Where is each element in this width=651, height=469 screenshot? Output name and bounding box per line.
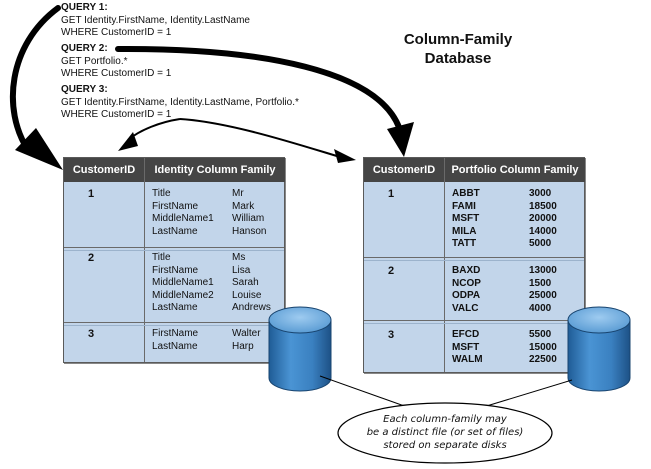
portfolio-column-name: TATT bbox=[452, 238, 477, 249]
portfolio-column-value: 5500 bbox=[529, 329, 552, 340]
identity-column-name: LastName bbox=[152, 225, 198, 237]
portfolio-column-name: WALM bbox=[452, 354, 483, 365]
query-2-line-2: WHERE CustomerID = 1 bbox=[61, 68, 172, 79]
portfolio-row-divider bbox=[364, 257, 584, 258]
identity-column-value: Andrews bbox=[232, 302, 271, 313]
portfolio-column-value: 15000 bbox=[529, 341, 557, 353]
query-2-label: QUERY 2: bbox=[61, 43, 108, 54]
identity-column-name: FirstName bbox=[152, 200, 199, 212]
portfolio-column-name: FAMI bbox=[452, 200, 476, 212]
identity-column-name: FirstName bbox=[152, 264, 199, 276]
portfolio-column-divider bbox=[444, 182, 445, 372]
query-1-arrow bbox=[9, 5, 63, 170]
portfolio-header-customerid: CustomerID bbox=[364, 158, 444, 182]
portfolio-column-value: 4000 bbox=[529, 302, 552, 314]
diagram-title: Column-Family Database bbox=[388, 30, 528, 68]
portfolio-column-name: ODPA bbox=[452, 290, 481, 301]
callout-line-3: stored on separate disks bbox=[383, 440, 507, 451]
portfolio-column-name: MILA bbox=[452, 225, 477, 237]
portfolio-column-value: 1500 bbox=[529, 277, 552, 289]
identity-column-value: Hanson bbox=[232, 225, 267, 237]
callout-text: Each column-family may be a distinct fil… bbox=[350, 413, 540, 452]
identity-column-value: Mr bbox=[232, 188, 244, 199]
identity-customer-id: 1 bbox=[88, 188, 95, 200]
portfolio-column-name: NCOP bbox=[452, 277, 481, 289]
identity-row-divider bbox=[64, 247, 284, 248]
identity-column-value: Ms bbox=[232, 252, 246, 263]
query-3-line-1: GET Identity.FirstName, Identity.LastNam… bbox=[61, 96, 299, 108]
identity-column-name: MiddleName1 bbox=[152, 213, 214, 224]
query-1-label: QUERY 1: bbox=[61, 2, 108, 13]
identity-column-value: Lisa bbox=[232, 264, 251, 276]
identity-row-divider bbox=[64, 250, 284, 251]
portfolio-customer-id: 2 bbox=[388, 265, 395, 277]
query-3: QUERY 3: GET Identity.FirstName, Identit… bbox=[61, 84, 299, 122]
query-3-arrows bbox=[118, 118, 356, 163]
portfolio-column-name: BAXD bbox=[452, 265, 481, 276]
database-cylinder-icon bbox=[268, 306, 332, 392]
identity-column-name: LastName bbox=[152, 302, 198, 313]
portfolio-column-name: EFCD bbox=[452, 329, 480, 340]
portfolio-column-value: 25000 bbox=[529, 290, 557, 301]
identity-column-name: MiddleName2 bbox=[152, 289, 214, 301]
portfolio-customer-id: 1 bbox=[388, 188, 395, 200]
identity-customer-id: 3 bbox=[88, 328, 95, 340]
identity-column-name: LastName bbox=[152, 340, 198, 352]
portfolio-row-divider bbox=[364, 260, 584, 261]
portfolio-column-value: 18500 bbox=[529, 200, 557, 212]
query-3-line-2: WHERE CustomerID = 1 bbox=[61, 109, 172, 120]
query-3-label: QUERY 3: bbox=[61, 84, 108, 95]
portfolio-row-divider bbox=[364, 320, 584, 321]
query-1-line-1: GET Identity.FirstName, Identity.LastNam… bbox=[61, 14, 250, 26]
portfolio-column-value: 13000 bbox=[529, 265, 557, 276]
portfolio-column-value: 20000 bbox=[529, 213, 557, 224]
identity-column-value: William bbox=[232, 213, 265, 224]
portfolio-column-name: VALC bbox=[452, 302, 479, 314]
identity-row-divider bbox=[64, 325, 284, 326]
identity-column-divider bbox=[144, 182, 145, 362]
portfolio-row-divider bbox=[364, 323, 584, 324]
portfolio-column-value: 3000 bbox=[529, 188, 552, 199]
query-2-arrow bbox=[115, 45, 414, 157]
portfolio-table: CustomerID Portfolio Column Family 1 ABBT… bbox=[363, 157, 585, 373]
identity-column-value: Sarah bbox=[232, 277, 259, 288]
identity-column-value: Mark bbox=[232, 200, 255, 212]
identity-row-divider bbox=[64, 322, 284, 323]
portfolio-customer-id: 3 bbox=[388, 329, 395, 341]
query-1-line-2: WHERE CustomerID = 1 bbox=[61, 27, 172, 38]
diagram-title-line-1: Column-Family bbox=[403, 31, 513, 48]
callout-line-2: be a distinct file (or set of files) bbox=[366, 427, 524, 438]
identity-header-family: Identity Column Family bbox=[144, 158, 285, 182]
identity-column-name: FirstName bbox=[152, 328, 199, 339]
portfolio-column-name: MSFT bbox=[452, 213, 480, 224]
database-cylinder-icon bbox=[567, 306, 631, 392]
portfolio-column-value: 14000 bbox=[529, 225, 557, 237]
identity-column-name: Title bbox=[152, 188, 171, 199]
portfolio-column-name: MSFT bbox=[452, 341, 480, 353]
portfolio-header-family: Portfolio Column Family bbox=[444, 158, 585, 182]
callout-bubble bbox=[319, 375, 573, 464]
portfolio-column-value: 5000 bbox=[529, 238, 552, 249]
portfolio-column-value: 22500 bbox=[529, 354, 557, 365]
identity-column-value: Harp bbox=[232, 340, 254, 352]
identity-header-customerid: CustomerID bbox=[64, 158, 144, 182]
identity-column-value: Louise bbox=[232, 289, 262, 301]
identity-customer-id: 2 bbox=[88, 252, 95, 264]
identity-column-name: MiddleName1 bbox=[152, 277, 214, 288]
identity-column-name: Title bbox=[152, 252, 171, 263]
query-1: QUERY 1: GET Identity.FirstName, Identit… bbox=[61, 2, 250, 40]
query-2: QUERY 2: GET Portfolio.* WHERE CustomerI… bbox=[61, 43, 171, 81]
callout-line-1: Each column-family may bbox=[383, 414, 507, 425]
query-2-line-1: GET Portfolio.* bbox=[61, 55, 128, 67]
identity-column-value: Walter bbox=[232, 328, 261, 339]
diagram-title-line-2: Database bbox=[424, 50, 492, 67]
portfolio-column-name: ABBT bbox=[452, 188, 480, 199]
